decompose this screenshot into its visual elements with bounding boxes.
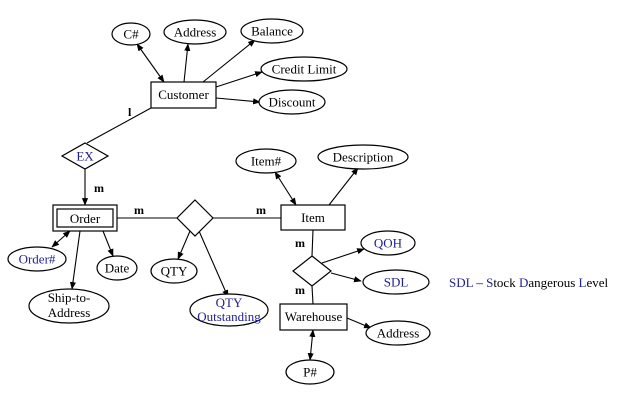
relationship-item-warehouse	[292, 255, 332, 287]
attribute-ship-to-line2: Address	[48, 305, 91, 320]
edge-item-rel2	[311, 229, 314, 257]
edge-customer-c	[136, 43, 165, 83]
edge-order-shipto	[69, 230, 81, 290]
entity-customer-label: Customer	[158, 87, 209, 102]
attribute-qty-outstanding-line2: Outstanding	[197, 309, 261, 324]
entity-warehouse: Warehouse	[279, 303, 348, 331]
edge-customer-ex	[86, 107, 152, 144]
legend-d-rest: angerous	[528, 275, 578, 290]
attribute-customer-address: Address	[163, 19, 227, 45]
edges	[51, 39, 372, 361]
legend-l-rest: evel	[586, 275, 608, 290]
edge-customer-address	[183, 43, 191, 83]
attribute-customer-address-label: Address	[174, 25, 217, 40]
legend-dash: –	[473, 275, 486, 290]
edge-order-ordernum	[51, 230, 71, 248]
cardinality-rel2-warehouse: m	[295, 283, 305, 297]
cardinality-order-rel: m	[134, 203, 144, 217]
entity-order: Order	[52, 204, 118, 232]
legend-s-initial: S	[486, 275, 493, 290]
edge-rel-qty	[177, 230, 191, 260]
edge-customer-balance	[202, 39, 256, 83]
attribute-customer-c: C#	[111, 22, 151, 46]
attribute-sdl: SDL	[362, 269, 430, 295]
attribute-customer-credit-limit: Credit Limit	[260, 56, 348, 82]
attribute-item-description-label: Description	[333, 150, 394, 165]
attribute-warehouse-p-label: P#	[303, 365, 317, 380]
attribute-sdl-label: SDL	[384, 275, 409, 290]
attribute-warehouse-p: P#	[285, 359, 335, 385]
legend-s-rest: tock	[493, 275, 519, 290]
cardinality-rel-item: m	[256, 203, 266, 217]
attribute-qty-outstanding: QTY Outstanding	[189, 293, 269, 327]
attribute-item-number: Item#	[235, 148, 297, 174]
attribute-qty-outstanding-line1: QTY	[216, 295, 243, 310]
attribute-qoh-label: QOH	[374, 236, 402, 251]
edge-customer-credit-limit	[215, 71, 263, 88]
legend-abbrev: SDL	[449, 275, 474, 290]
attribute-warehouse-address-label: Address	[377, 326, 420, 341]
attribute-customer-discount-label: Discount	[269, 95, 316, 110]
attribute-customer-c-label: C#	[123, 27, 139, 42]
entity-customer: Customer	[150, 81, 217, 109]
attribute-order-number-label: Order#	[19, 252, 56, 267]
attribute-item-number-label: Item#	[251, 154, 282, 169]
attribute-customer-discount: Discount	[258, 89, 326, 115]
edge-warehouse-p	[307, 329, 316, 361]
cardinality-ex-order: m	[94, 181, 104, 195]
edge-rel2-sdl	[330, 272, 362, 283]
attribute-customer-credit-limit-label: Credit Limit	[272, 62, 337, 77]
attribute-ship-to-line1: Ship-to-	[48, 290, 91, 305]
attribute-customer-balance-label: Balance	[251, 24, 293, 39]
edge-customer-discount	[215, 97, 261, 105]
edge-warehouse-address	[346, 317, 372, 329]
legend-sdl: SDL – Stock Dangerous Level	[449, 275, 609, 290]
entity-item: Item	[280, 204, 346, 231]
attribute-item-description: Description	[317, 144, 409, 170]
relationship-ex: EX	[60, 142, 110, 170]
attribute-qty-label: QTY	[161, 264, 188, 279]
edge-rel2-warehouse	[311, 285, 314, 305]
entity-order-label: Order	[70, 211, 101, 226]
attribute-customer-balance: Balance	[240, 18, 304, 44]
attribute-order-date-label: Date	[105, 261, 130, 276]
edge-item-itemnum	[274, 171, 297, 206]
attribute-qoh: QOH	[360, 230, 416, 256]
relationship-order-item	[176, 199, 214, 237]
attribute-order-date: Date	[96, 255, 138, 281]
attribute-order-ship-to-address: Ship-to- Address	[28, 288, 110, 324]
edge-rel2-qoh	[321, 248, 365, 264]
relationship-ex-label: EX	[76, 149, 94, 164]
attribute-warehouse-address: Address	[365, 320, 431, 346]
cardinality-item-rel2: m	[295, 236, 305, 250]
legend-d-initial: D	[519, 275, 528, 290]
edge-rel-qty-outstanding	[198, 230, 229, 298]
legend-l-initial: L	[579, 275, 587, 290]
entity-warehouse-label: Warehouse	[285, 309, 343, 324]
attribute-qty: QTY	[150, 258, 198, 284]
cardinality-customer-ex: l	[128, 105, 132, 119]
attribute-order-number: Order#	[7, 246, 67, 272]
entity-item-label: Item	[301, 210, 325, 225]
edge-order-date	[102, 230, 114, 257]
edge-item-description	[328, 167, 359, 206]
